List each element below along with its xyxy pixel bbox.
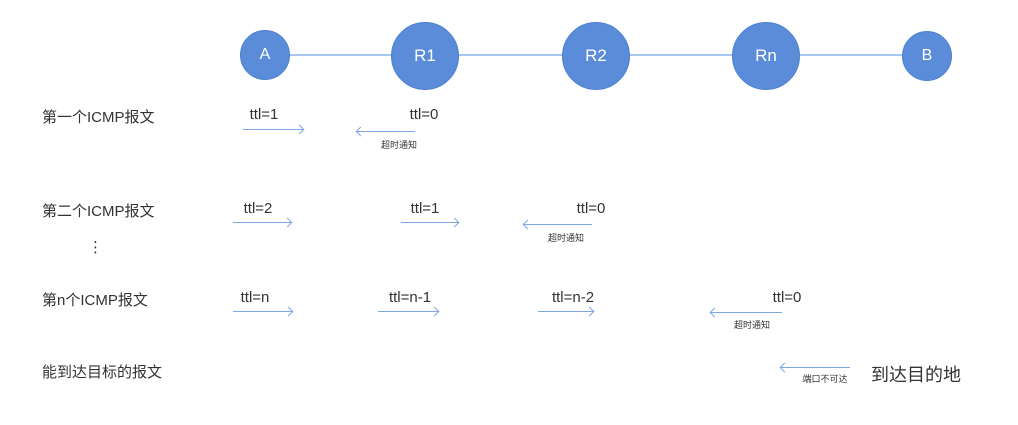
destination-reached-label: 到达目的地: [871, 365, 961, 385]
node-host-b: B: [902, 31, 952, 81]
node-host-a: A: [240, 30, 290, 80]
row3-ttln1-label: ttl=n-1: [388, 289, 432, 306]
ttl-forward-arrow: [243, 125, 303, 135]
node-router-rn: Rn: [732, 22, 800, 90]
node-label: R2: [585, 46, 607, 65]
ttl-forward-arrow: [538, 307, 593, 317]
row3-ttln2-label: ttl=n-2: [551, 289, 595, 306]
row3-ttln-label: ttl=n: [240, 289, 270, 306]
node-label: Rn: [755, 46, 777, 65]
ttl-forward-arrow: [378, 307, 438, 317]
row4-label: 能到达目标的报文: [42, 364, 163, 381]
ttl-forward-arrow: [233, 307, 292, 317]
row2-ttl1-label: ttl=1: [410, 200, 440, 217]
row2-label: 第二个ICMP报文: [42, 203, 155, 220]
node-label: R1: [414, 46, 436, 65]
timeout-note: 超时通知: [733, 320, 770, 330]
row1-ttl0-label: ttl=0: [409, 106, 439, 123]
ttl-forward-arrow: [233, 218, 291, 228]
node-label: B: [921, 47, 933, 64]
row1-label: 第一个ICMP报文: [42, 109, 155, 126]
node-router-r2: R2: [562, 22, 630, 90]
timeout-note: 超时通知: [547, 233, 584, 243]
port-unreachable-note: 端口不可达: [802, 374, 848, 384]
rows-ellipsis: ⋮: [88, 239, 103, 256]
node-label: A: [259, 46, 271, 63]
row2-ttl2-label: ttl=2: [243, 200, 273, 217]
row2-ttl0-label: ttl=0: [576, 200, 606, 217]
port-unreachable-reply-arrow: [781, 363, 850, 373]
timeout-reply-arrow: [524, 220, 592, 230]
timeout-note: 超时通知: [380, 140, 417, 150]
row3-label: 第n个ICMP报文: [42, 292, 148, 309]
node-router-r1: R1: [391, 22, 459, 90]
timeout-reply-arrow: [357, 127, 415, 137]
row3-ttl0-label: ttl=0: [772, 289, 802, 306]
ttl-forward-arrow: [401, 218, 458, 228]
timeout-reply-arrow: [711, 308, 782, 318]
row1-ttl1-label: ttl=1: [249, 106, 279, 123]
